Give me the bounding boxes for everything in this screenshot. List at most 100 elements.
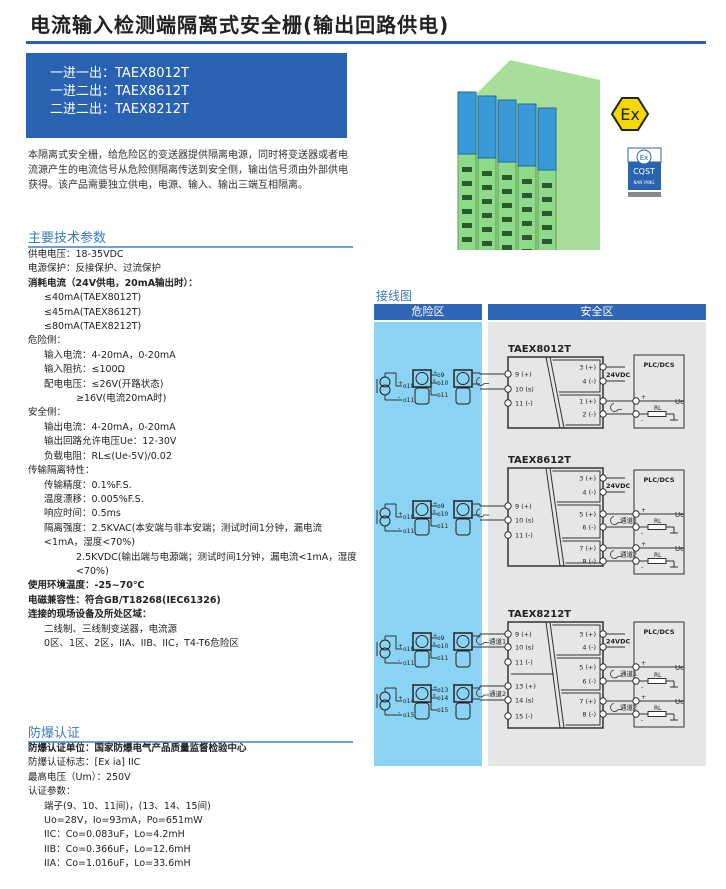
- barrier-box: [507, 621, 604, 729]
- plc-label: PLC/DCS: [643, 476, 674, 484]
- module-slot: [522, 235, 532, 240]
- sign: s: [433, 509, 436, 515]
- current-arrow-icon: [476, 688, 489, 698]
- list-item: 端子(9、10、11间)，(13、14、15间): [44, 800, 211, 812]
- module-slot: [502, 189, 512, 194]
- sign: -: [398, 394, 400, 401]
- divider: [549, 467, 565, 567]
- cert-list: 防爆认证单位：国家防爆电气产品质量监督检验中心防爆认证标志：[Ex ia] II…: [28, 742, 358, 872]
- left-terminal-label: 10 (s): [515, 517, 534, 525]
- left-terminal-label: 10 (s): [515, 386, 534, 394]
- transmitter-2-icon: [453, 632, 473, 651]
- barrier-box: [507, 467, 604, 567]
- left-terminal-label: 11 (-): [515, 659, 533, 667]
- right-terminal-label: 7 (+): [579, 698, 596, 706]
- list-item: 隔离强度：2.5KVAC(本安端与非本安端；测试时间1分钟，漏电流<1mA，湿度…: [44, 522, 322, 549]
- transmitter-1-icon: [414, 518, 430, 536]
- load-resistor: [647, 411, 667, 417]
- cert-section-header: 防爆认证: [28, 722, 353, 743]
- right-terminal-label: 3 (+): [579, 475, 596, 483]
- sign: s: [433, 641, 436, 647]
- divider: [549, 621, 565, 729]
- module-slot: [482, 199, 492, 204]
- left-terminal-label: 15 (-): [515, 713, 533, 721]
- module-slot: [542, 197, 552, 202]
- field-terminal-label: o10: [437, 380, 448, 387]
- ue-label: Ue: [675, 511, 684, 519]
- field-terminal-label: o9: [437, 372, 445, 379]
- plc-label: PLC/DCS: [643, 628, 674, 636]
- left-terminal-label: 10 (s): [515, 644, 534, 652]
- intro-paragraph: 本隔离式安全栅，给危险区的变送器提供隔离电源，同时将变送器或者电流源产生的电流信…: [28, 150, 348, 191]
- list-item: 传输隔离特性：: [28, 465, 95, 477]
- current-arrow-icon: [476, 636, 489, 645]
- divider: [545, 467, 561, 567]
- terminal: [632, 677, 640, 685]
- module-slot: [522, 193, 532, 198]
- list-item: 供电电压：18-35VDC: [28, 249, 124, 260]
- module-slot: [482, 171, 492, 176]
- right-terminal-label: 6 (-): [582, 678, 596, 686]
- current-arrow-icon: [610, 516, 622, 525]
- field-terminal-label: o10: [403, 514, 414, 521]
- danger-zone-label: 危险区: [374, 304, 482, 320]
- list-item: 防爆认证标志：[Ex ia] IIC: [28, 757, 141, 769]
- field-terminal-label: o11: [437, 392, 448, 399]
- sub-box: [562, 540, 601, 564]
- model-list-box: 一进一出：TAEX8012T 一进二出：TAEX8612T 二进二出：TAEX8…: [26, 53, 347, 138]
- module-slot: [542, 183, 552, 188]
- sign: +: [398, 511, 403, 518]
- load-resistor: [647, 711, 667, 717]
- wiring-heading: 接线图: [376, 289, 413, 303]
- field-terminal-label: o9: [437, 635, 445, 642]
- channel-label: 通道1: [489, 637, 506, 646]
- current-arrow-icon: [476, 508, 489, 518]
- transmitter-2-icon: [456, 372, 470, 385]
- svg-text:Ex: Ex: [620, 105, 640, 124]
- sign: +: [433, 501, 437, 507]
- field-terminal-label: o10: [403, 383, 414, 390]
- sign: -: [398, 525, 400, 532]
- list-item: 响应时间：0.5ms: [44, 508, 121, 520]
- module-slot: [542, 225, 552, 230]
- left-terminal-label: 9 (+): [515, 631, 532, 639]
- terminal: [599, 523, 607, 531]
- module-slot: [502, 245, 512, 250]
- list-item: ≤45mA(TAEX8612T): [44, 306, 142, 318]
- sign: +: [433, 633, 437, 639]
- plc-box: [633, 469, 685, 575]
- rl-label: RL: [654, 405, 662, 412]
- sign: s: [433, 693, 436, 699]
- sign: +: [433, 370, 437, 376]
- field-terminal-label: o13: [437, 687, 448, 694]
- list-item: 二线制、三线制变送器，电流源: [44, 623, 178, 635]
- list-item: 消耗电流（24V供电，20mA输出时）：: [28, 277, 198, 289]
- list-item: 2.5KVDC(输出端与电源端；测试时间1分钟，漏电流<1mA，湿度<70%): [76, 551, 357, 577]
- transmitter-2-icon: [456, 687, 470, 700]
- params-section-header: 主要技术参数: [28, 227, 353, 248]
- field-terminal-label: o9: [437, 503, 445, 510]
- module-slot: [462, 209, 472, 214]
- channel-label: 通道1: [620, 669, 637, 678]
- list-item: 输入电流：4-20mA，0-20mA: [44, 349, 176, 361]
- divider: [549, 356, 565, 429]
- load-resistor: [647, 524, 667, 530]
- module-slot: [502, 217, 512, 222]
- left-terminal-label: 9 (+): [515, 371, 532, 379]
- field-terminal-label: o11: [403, 397, 414, 404]
- list-item: 输入阻抗：≤100Ω: [44, 364, 125, 376]
- list-item: 使用环境温度：-25~70℃: [28, 580, 145, 592]
- right-terminal-label: 5 (+): [579, 511, 596, 519]
- diagram-model-title: TAEX8612T: [508, 455, 571, 466]
- list-item: 0区、1区、2区，IIA、IIB、IIC，T4-T6危险区: [44, 637, 239, 649]
- sign: +: [398, 380, 403, 387]
- field-terminal-label: o14: [403, 698, 414, 705]
- right-terminal-label: 3 (+): [579, 631, 596, 639]
- page-title: 电流输入检测端隔离式安全栅(输出回路供电): [30, 13, 450, 37]
- module-slot: [522, 207, 532, 212]
- module-terminal-cover: [497, 99, 517, 163]
- terminal: [599, 397, 607, 405]
- list-item: Uo=28V，Io=93mA，Po=651mW: [44, 815, 203, 827]
- load-resistor: [647, 558, 667, 564]
